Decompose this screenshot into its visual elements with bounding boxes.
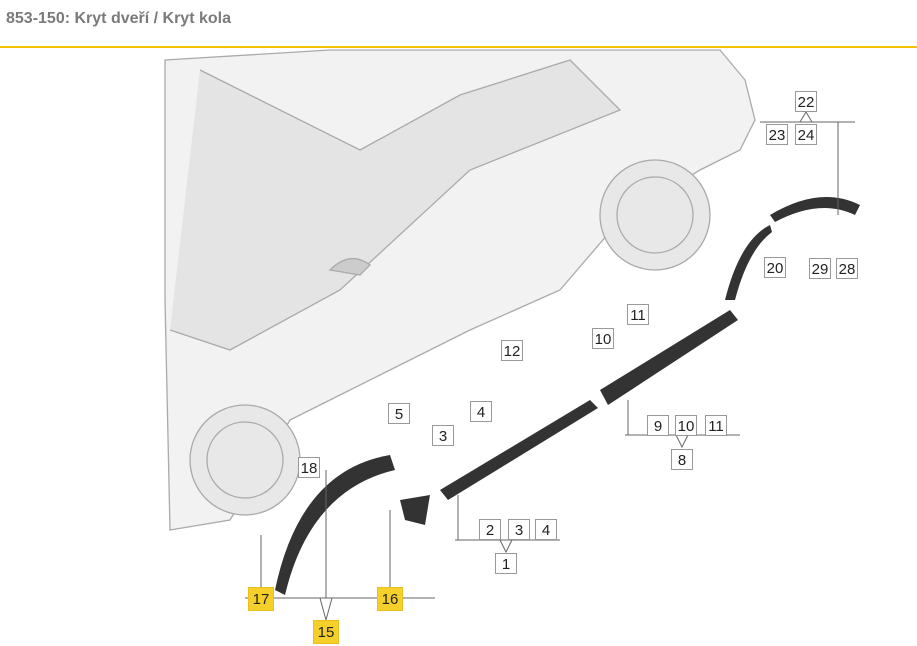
car-outline <box>164 49 756 531</box>
part-label[interactable]: 9 <box>647 415 669 436</box>
part-label[interactable]: 4 <box>535 519 557 540</box>
part-label[interactable]: 10 <box>592 328 614 349</box>
part-label[interactable]: 12 <box>501 340 523 361</box>
part-label[interactable]: 23 <box>766 124 788 145</box>
part-label[interactable]: 3 <box>432 425 454 446</box>
part-label[interactable]: 24 <box>795 124 817 145</box>
part-label[interactable]: 11 <box>705 415 727 436</box>
part-label[interactable]: 29 <box>809 258 831 279</box>
part-label-highlighted[interactable]: 17 <box>248 587 274 611</box>
parts-diagram <box>164 49 860 622</box>
part-label[interactable]: 2 <box>479 519 501 540</box>
header: 853-150: Kryt dveří / Kryt kola <box>0 0 917 48</box>
part-label[interactable]: 5 <box>388 403 410 424</box>
part-label[interactable]: 1 <box>495 553 517 574</box>
part-label[interactable]: 28 <box>836 258 858 279</box>
part-label[interactable]: 8 <box>671 449 693 470</box>
part-label-highlighted[interactable]: 16 <box>377 587 403 611</box>
page-title: 853-150: Kryt dveří / Kryt kola <box>6 10 231 27</box>
part-label[interactable]: 22 <box>795 91 817 112</box>
part-label[interactable]: 11 <box>627 304 649 325</box>
leader-lines <box>245 111 855 622</box>
part-label-highlighted[interactable]: 15 <box>313 620 339 644</box>
part-label[interactable]: 3 <box>508 519 530 540</box>
part-label[interactable]: 10 <box>675 415 697 436</box>
part-label[interactable]: 4 <box>470 401 492 422</box>
part-label[interactable]: 20 <box>764 257 786 278</box>
part-label[interactable]: 18 <box>298 457 320 478</box>
